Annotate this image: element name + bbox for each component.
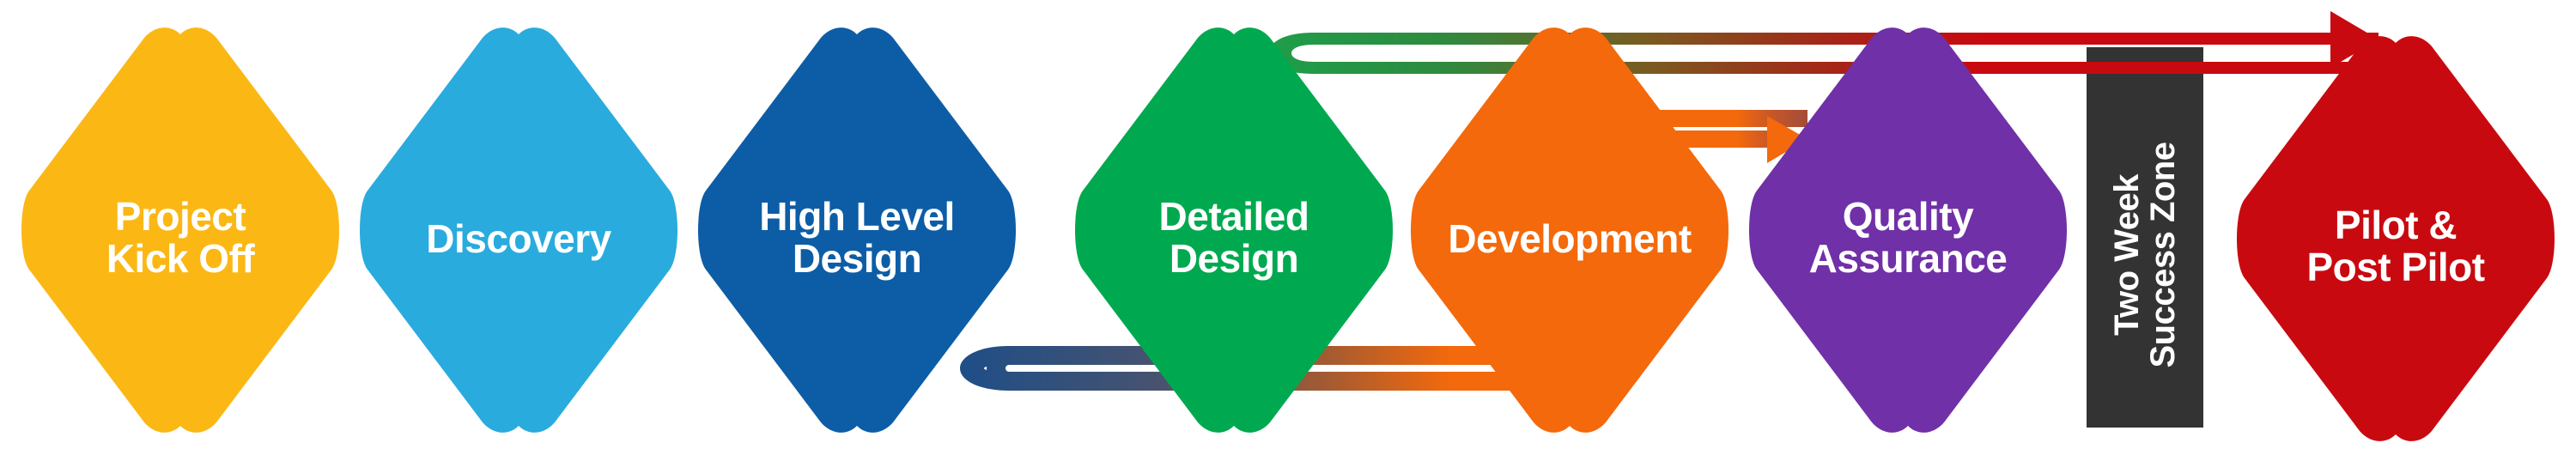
stage-shape-discovery[interactable] (360, 27, 677, 433)
stage-shape-project-kick-off[interactable] (21, 27, 339, 433)
stage-shape-development[interactable] (1411, 27, 1728, 433)
stage-shape-detailed-design[interactable] (1075, 27, 1393, 433)
stage-shapes (21, 27, 1728, 433)
stage-shape-high-level-design[interactable] (698, 27, 1016, 433)
stage-shape-pilot-post-pilot[interactable] (2237, 36, 2555, 441)
stage-shapes-right (1749, 27, 2067, 433)
qa-rework-loop-arrow (1607, 110, 1807, 163)
stage-shape-quality-assurance[interactable] (1749, 27, 2067, 433)
two-week-success-zone-bar[interactable] (2087, 47, 2203, 428)
release-loop-overlay (2087, 11, 2379, 74)
